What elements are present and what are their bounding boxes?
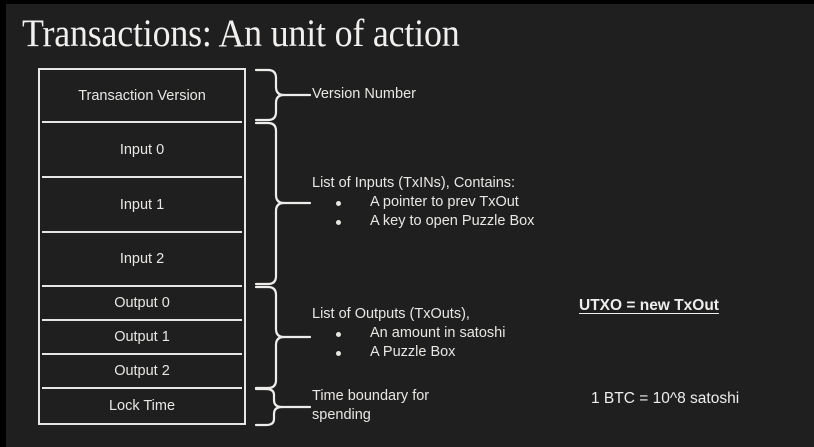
annotation-lock-time-line-2: spending [312,407,371,423]
row-label: Input 1 [119,196,165,213]
table-row-input-2[interactable]: Input 2 [42,233,242,287]
annotation-version-head: Version Number [312,86,416,102]
table-row-input-1[interactable]: Input 1 [42,178,242,233]
table-row-output-0[interactable]: Output 0 [42,287,242,321]
page-title: Transactions: An unit of action [22,12,460,55]
annotation-lock-time: Time boundary for spending [312,387,429,425]
brace-version [254,68,312,122]
list-item: A Puzzle Box [312,343,505,362]
slide: Transactions: An unit of action Transact… [6,4,814,447]
table-row-output-1[interactable]: Output 1 [42,321,242,355]
annotation-inputs-bullets: A pointer to prev TxOut A key to open Pu… [312,193,534,231]
row-label: Output 2 [114,363,170,379]
list-item: A key to open Puzzle Box [312,212,534,231]
note-utxo: UTXO = new TxOut [579,297,719,314]
brace-outputs [254,285,312,390]
annotation-outputs-bullets: An amount in satoshi A Puzzle Box [312,324,505,362]
transaction-structure-table: Transaction Version Input 0 Input 1 Inpu… [38,68,246,425]
brace-inputs [254,121,312,286]
row-label: Input 0 [119,141,165,158]
annotation-outputs: List of Outputs (TxOuts), An amount in s… [312,305,505,362]
table-row-transaction-version[interactable]: Transaction Version [42,70,242,123]
annotation-version: Version Number [312,85,416,104]
annotation-inputs-head: List of Inputs (TxINs), Contains: [312,175,516,191]
annotation-outputs-head: List of Outputs (TxOuts), [312,306,470,322]
row-label: Lock Time [108,398,176,414]
row-label: Output 1 [114,329,170,345]
annotation-lock-time-line-1: Time boundary for [312,388,430,404]
row-label: Transaction Version [78,87,206,104]
note-btc-satoshi: 1 BTC = 10^8 satoshi [591,390,740,407]
table-row-output-2[interactable]: Output 2 [42,355,242,389]
row-label: Output 0 [114,295,170,311]
table-row-input-0[interactable]: Input 0 [42,123,242,178]
list-item: A pointer to prev TxOut [312,193,534,212]
table-row-lock-time[interactable]: Lock Time [42,389,242,423]
list-item: An amount in satoshi [312,324,505,343]
annotation-inputs: List of Inputs (TxINs), Contains: A poin… [312,174,534,231]
row-label: Input 2 [119,251,165,267]
brace-lock-time [254,387,312,427]
